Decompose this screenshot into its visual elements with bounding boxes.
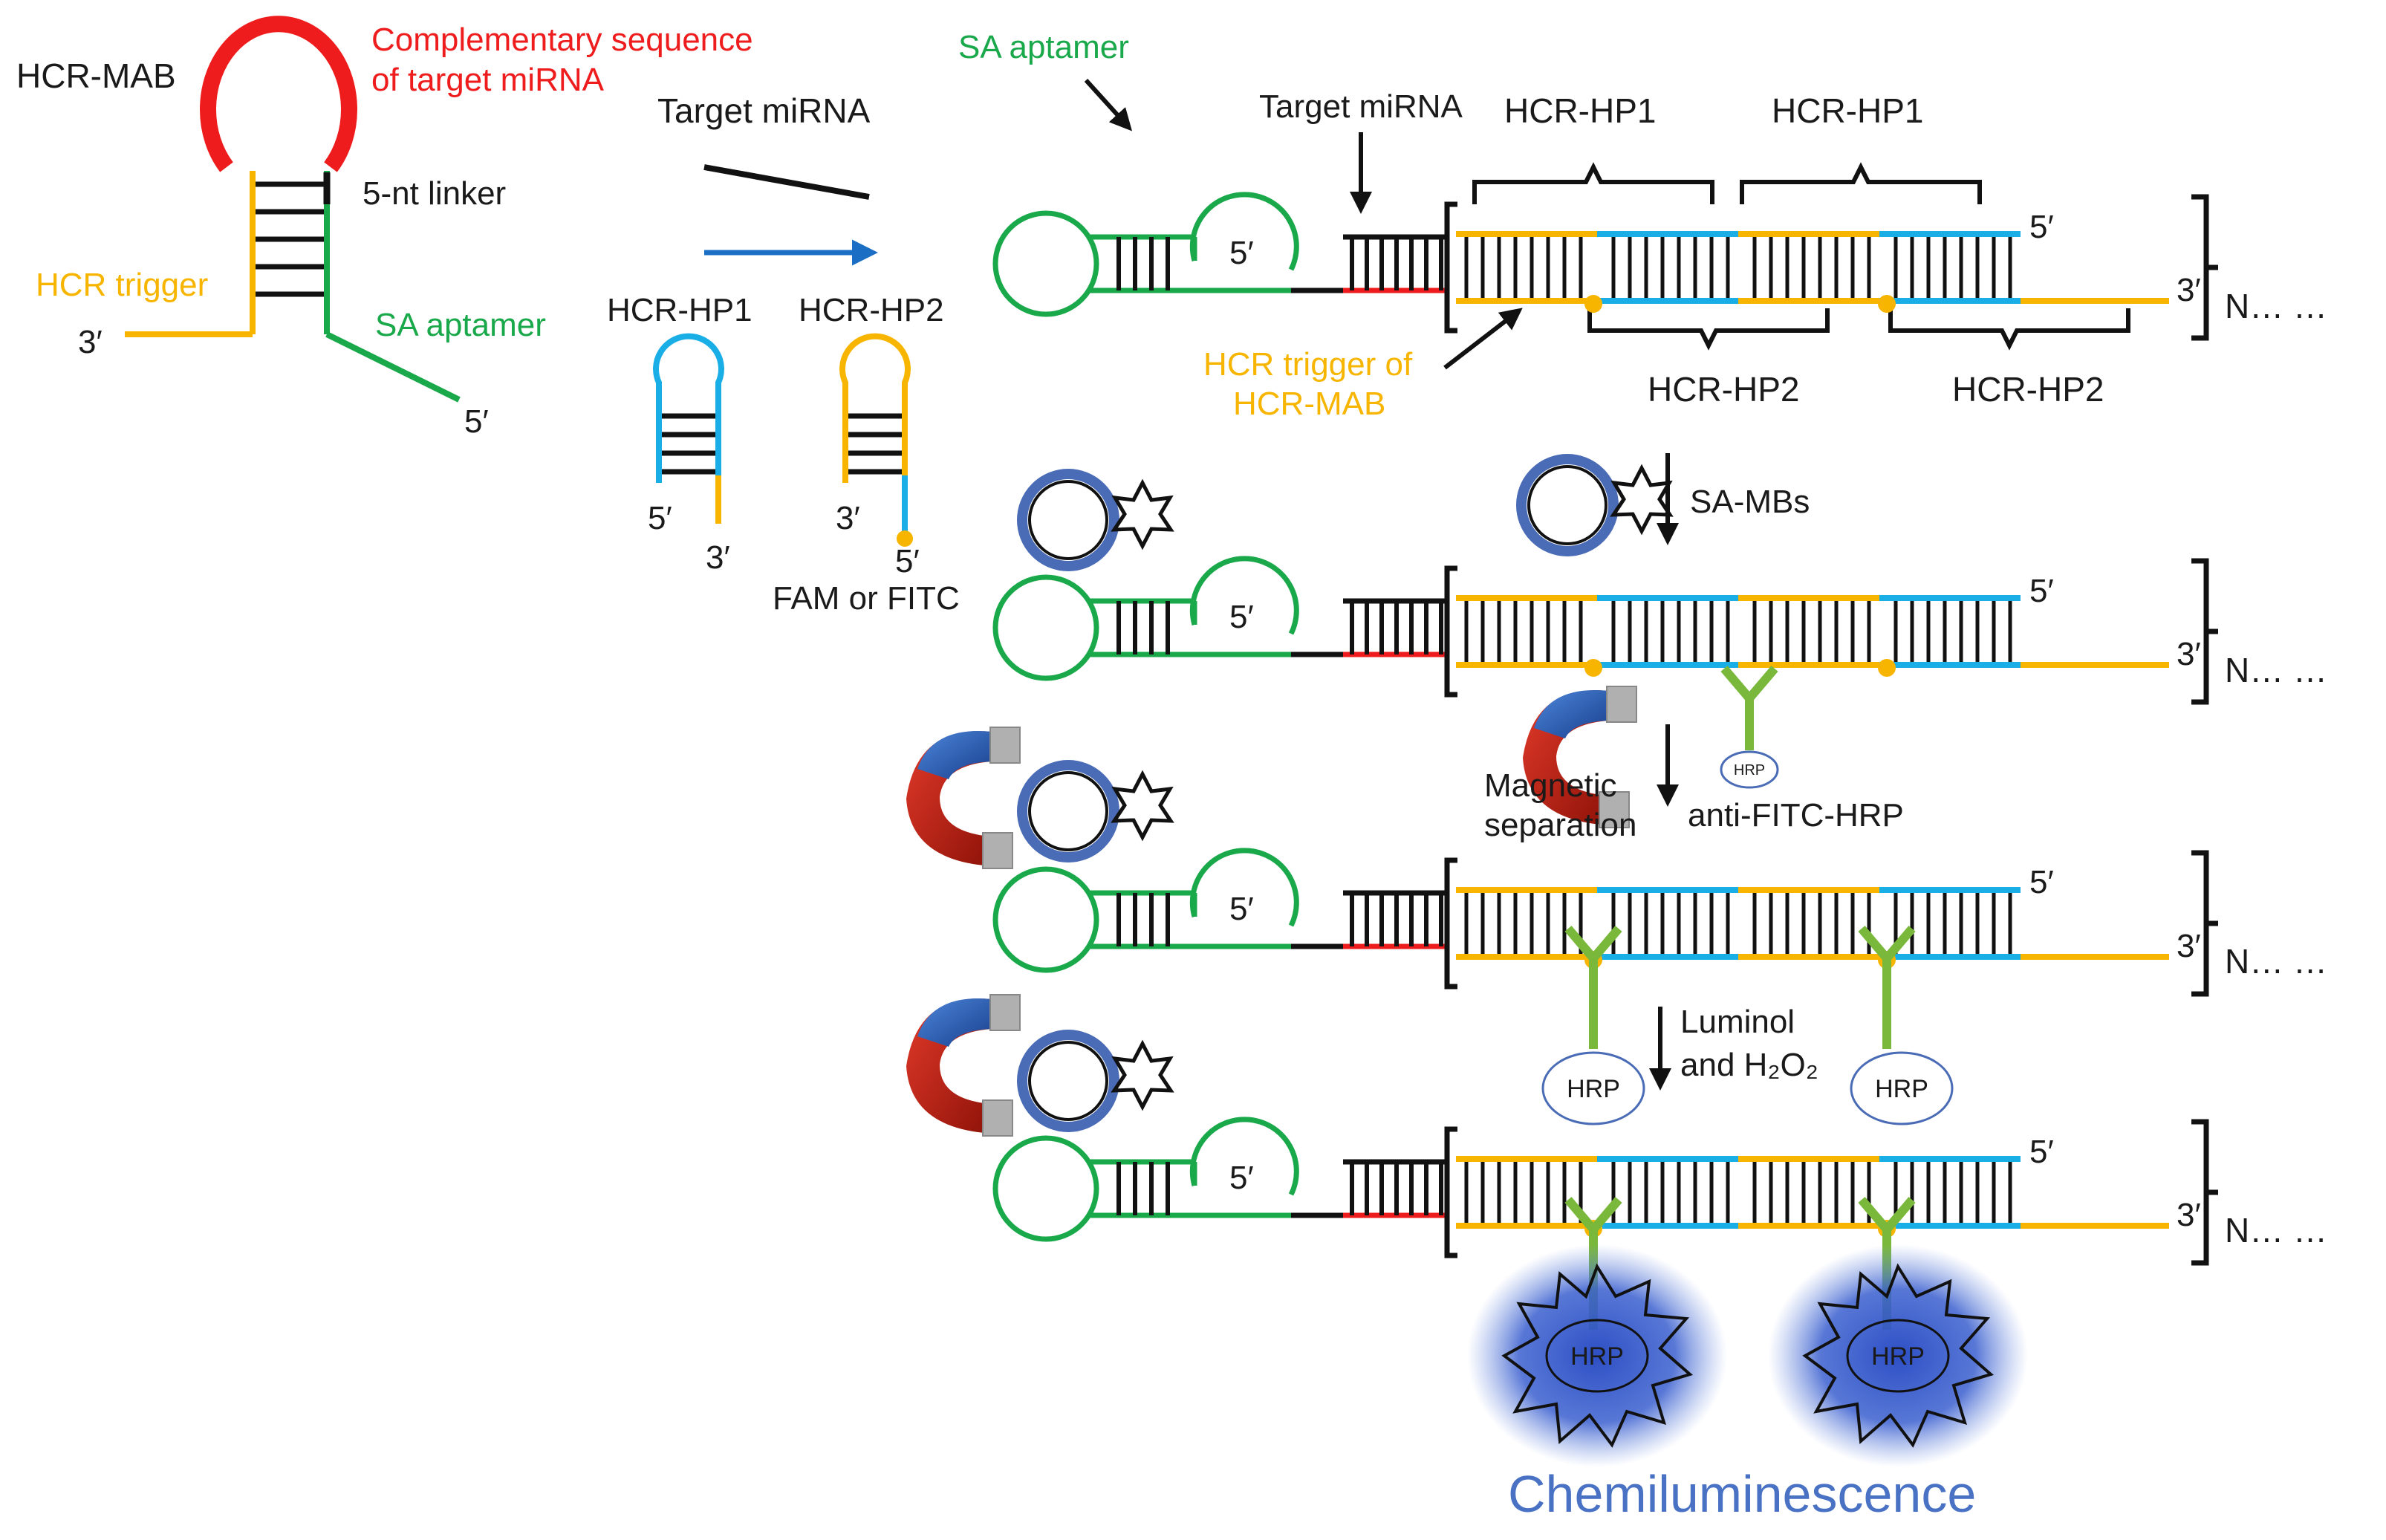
row4-5prime: 5′ xyxy=(2029,1134,2054,1170)
hp1-5prime: 5′ xyxy=(648,500,672,536)
hp1-3prime: 3′ xyxy=(706,539,730,576)
hcr-mab-structure xyxy=(125,16,461,403)
glowing-hrp-2 xyxy=(1768,1244,2028,1467)
row1-3prime: 3′ xyxy=(2177,272,2201,308)
hp1-label: HCR-HP1 xyxy=(607,292,752,328)
assembly-target-label: Target miRNA xyxy=(1259,88,1463,125)
hcr-trigger-label: HCR trigger xyxy=(36,267,208,303)
hp2-brace-2 xyxy=(1888,308,2130,351)
hrp-label-1: HRP xyxy=(1567,1075,1620,1103)
mab-3prime-label: 3′ xyxy=(78,324,103,360)
hp1-brace-2 xyxy=(1740,162,1982,204)
row1-5prime: 5′ xyxy=(2029,209,2054,245)
mab-5prime-label: 5′ xyxy=(464,403,489,440)
hp2-5prime: 5′ xyxy=(895,543,920,579)
trigger-label-line2: HCR-MAB xyxy=(1233,386,1385,422)
aptamer-pointer-arrow xyxy=(1084,78,1133,131)
fam-label-dot xyxy=(897,530,913,547)
hp2-hairpin xyxy=(839,333,913,547)
anti-fitc-hrp-icon: HRP xyxy=(1721,669,1778,789)
row4-3prime: 3′ xyxy=(2177,1197,2201,1233)
hcr-mab-label: HCR-MAB xyxy=(16,56,176,95)
row3-3prime: 3′ xyxy=(2177,928,2201,964)
row2-aptamer-5prime: 5′ xyxy=(1229,599,1254,635)
hp2-label: HCR-HP2 xyxy=(799,292,944,328)
row1-repeat: N… … xyxy=(2225,287,2327,325)
row2-repeat: N… … xyxy=(2225,651,2327,689)
row4-aptamer-5prime: 5′ xyxy=(1229,1160,1254,1196)
target-mirna-label: Target miRNA xyxy=(657,91,871,130)
hp1-brace-label-2: HCR-HP1 xyxy=(1772,91,1923,130)
hrp-enzyme-2 xyxy=(1850,1051,1954,1125)
row2-3prime: 3′ xyxy=(2177,636,2201,672)
hp2-brace-1 xyxy=(1587,308,1830,351)
glow-hrp-label-1: HRP xyxy=(1570,1342,1624,1371)
row2-5prime: 5′ xyxy=(2029,573,2054,609)
magnetic-label-line1: Magnetic xyxy=(1484,767,1617,804)
loop-label-line1: Complementary sequence xyxy=(371,22,753,58)
stem-base-pairs xyxy=(256,181,324,297)
glow-hrp-label-2: HRP xyxy=(1871,1342,1925,1371)
hp2-brace-label-1: HCR-HP2 xyxy=(1648,370,1799,409)
linker-label: 5-nt linker xyxy=(363,175,506,212)
row1-aptamer-5prime: 5′ xyxy=(1229,235,1254,271)
assembly-sa-aptamer-label: SA aptamer xyxy=(958,29,1129,65)
row4-repeat: N… … xyxy=(2225,1211,2327,1250)
small-hrp-label: HRP xyxy=(1734,762,1765,779)
hp1-brace-label-1: HCR-HP1 xyxy=(1504,91,1656,130)
hp1-hairpin xyxy=(653,333,724,524)
hrp-enzyme-1 xyxy=(1541,1051,1645,1125)
trigger-pointer-arrow xyxy=(1443,308,1523,370)
hp2-brace-label-2: HCR-HP2 xyxy=(1952,370,2104,409)
hp2-3prime: 3′ xyxy=(836,500,860,536)
dye-label: FAM or FITC xyxy=(773,580,960,617)
loop-label-line2: of target miRNA xyxy=(371,62,605,98)
aptamer-tail xyxy=(325,331,461,403)
row3-5prime: 5′ xyxy=(2029,864,2054,900)
luminol-label: Luminol xyxy=(1680,1004,1795,1040)
glowing-hrp-1 xyxy=(1467,1244,1727,1467)
magnetic-label-line2: separation xyxy=(1484,807,1636,843)
hrp-label-2: HRP xyxy=(1875,1075,1928,1103)
trigger-label-line1: HCR trigger of xyxy=(1203,346,1413,383)
assembly-row-4 xyxy=(906,994,2218,1281)
row3-aptamer-5prime: 5′ xyxy=(1229,891,1254,927)
sa-mbs-label: SA-MBs xyxy=(1690,484,1810,520)
h2o2-label: and H₂O₂ xyxy=(1680,1047,1818,1083)
sa-aptamer-label: SA aptamer xyxy=(375,307,546,343)
hp1-brace-1 xyxy=(1472,162,1714,204)
mirna-complement-loop xyxy=(200,16,357,172)
sa-mb-bead xyxy=(1521,459,1670,551)
anti-fitc-hrp-label: anti-FITC-HRP xyxy=(1688,797,1904,834)
row3-repeat: N… … xyxy=(2225,942,2327,981)
chemiluminescence-label: Chemiluminescence xyxy=(1508,1465,1976,1523)
target-mirna-strand xyxy=(703,164,870,200)
